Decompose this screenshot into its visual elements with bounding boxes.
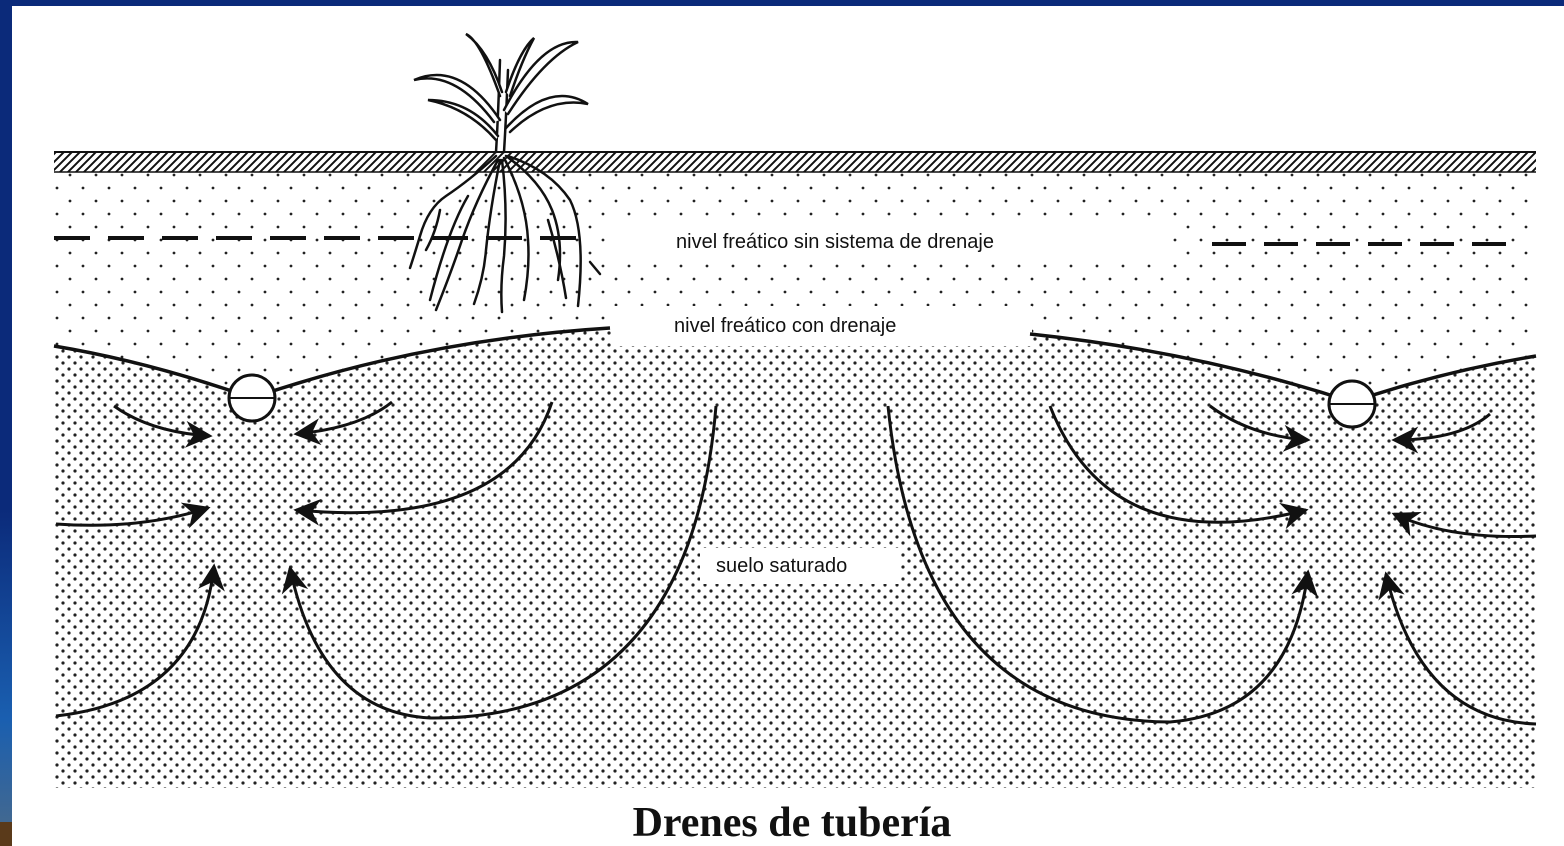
label-bg-saturated — [700, 548, 900, 584]
flow-arrow — [1209, 404, 1311, 452]
label-water-table-with-drainage: nivel freático con drenaje — [674, 315, 896, 337]
label-bg-without — [612, 222, 1172, 262]
drain-pipe-right — [1327, 379, 1377, 429]
label-water-table-without-drainage: nivel freático sin sistema de drenaje — [676, 231, 994, 253]
flow-arrow — [1391, 511, 1537, 539]
flow-arrow — [55, 563, 225, 718]
flow-arrow — [886, 405, 1319, 724]
flow-lines-left — [55, 400, 718, 720]
diagram-caption: Drenes de tubería — [633, 800, 952, 846]
slide-frame-left — [0, 0, 12, 846]
plant-illustration — [408, 32, 602, 314]
slide-frame-corner — [0, 822, 12, 846]
flow-arrow — [1048, 405, 1309, 530]
flow-arrow — [55, 502, 211, 529]
flow-arrow — [1391, 412, 1491, 454]
flow-lines-right — [886, 404, 1537, 726]
label-saturated-soil: suelo saturado — [716, 555, 847, 577]
flow-arrow — [1378, 571, 1537, 726]
drain-pipe-left — [227, 373, 277, 423]
ground-surface-hatch — [54, 152, 1536, 172]
label-bg-with — [612, 306, 1032, 346]
slide-frame-top — [0, 0, 1564, 6]
water-table-with-drainage-left — [53, 326, 611, 400]
flow-arrow — [113, 404, 213, 448]
flow-arrow — [293, 400, 393, 446]
flow-arrow — [281, 405, 718, 720]
water-table-with-drainage-right — [1029, 332, 1537, 404]
flow-arrow — [293, 401, 554, 526]
